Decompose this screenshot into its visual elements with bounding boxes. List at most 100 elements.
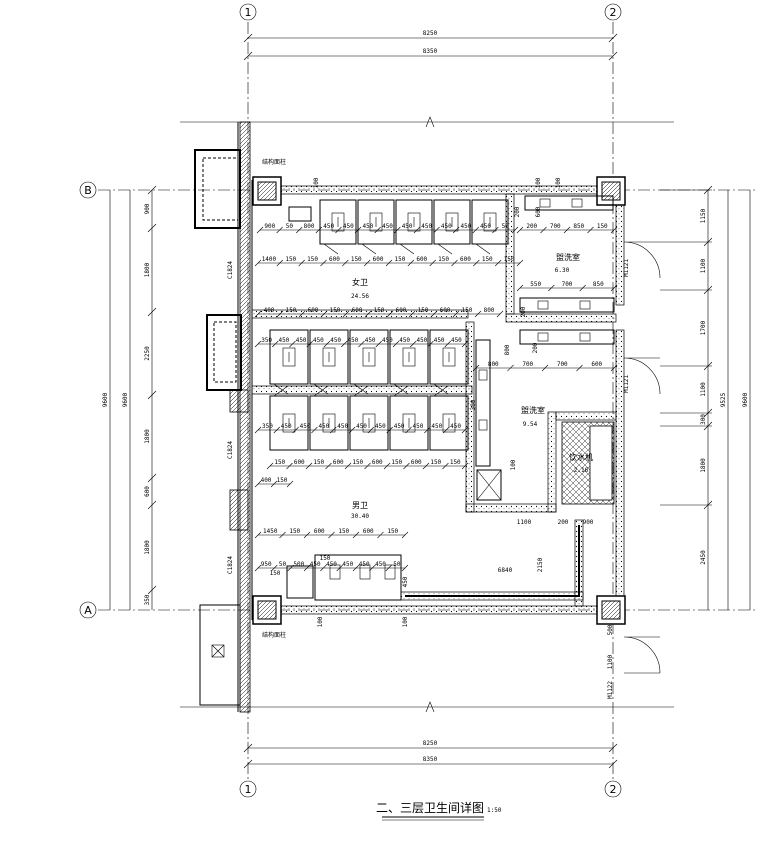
- stall: [429, 395, 469, 451]
- toilet-fixture: [407, 212, 421, 232]
- dim-misc: 100: [535, 177, 542, 188]
- dim-wash3: 700: [522, 361, 533, 368]
- dim-row4: 450: [382, 337, 393, 344]
- dim-misc: 300: [470, 399, 477, 410]
- dim-row2: 600: [460, 256, 471, 263]
- dim-misc: 100: [555, 177, 562, 188]
- toilet-fixture: [322, 413, 336, 433]
- dim-row5: 450: [450, 423, 461, 430]
- dim-row3: 150: [286, 307, 297, 314]
- dim-misc: 200: [520, 306, 527, 317]
- dim-row6: 600: [333, 459, 344, 466]
- dim-misc: 600: [535, 206, 542, 217]
- dim-row5: 450: [431, 423, 442, 430]
- stall: [349, 329, 389, 385]
- toilet-fixture: [369, 212, 383, 232]
- doors: [623, 241, 661, 674]
- dim-row4: 450: [313, 337, 324, 344]
- label-wash1: 盥洗室: [556, 252, 580, 262]
- dim-misc: 800: [504, 344, 511, 355]
- dim-row1: 450: [362, 223, 373, 230]
- label-women-area: 24.56: [351, 293, 369, 300]
- columns: [252, 176, 626, 625]
- dim-misc: 450: [402, 576, 409, 587]
- dim-row3: 150: [330, 307, 341, 314]
- axis-lines: [98, 22, 755, 780]
- dim-row3: 600: [396, 307, 407, 314]
- dim-row8: 150: [338, 528, 349, 535]
- dim-wash3: 600: [591, 361, 602, 368]
- dim-row4: 350: [261, 337, 272, 344]
- dim-row4: 450: [365, 337, 376, 344]
- dim-row4: 450: [451, 337, 462, 344]
- wash-basins: [475, 195, 615, 501]
- dim-row6: 600: [294, 459, 305, 466]
- dim-wash1: 700: [550, 223, 561, 230]
- label-men: 男卫: [352, 501, 368, 510]
- dim-row1: 450: [343, 223, 354, 230]
- dim-row8: 600: [314, 528, 325, 535]
- stall: [395, 199, 433, 245]
- axis-A: A: [84, 604, 92, 617]
- dim-row5: 450: [281, 423, 292, 430]
- toilet-fixture: [402, 347, 416, 367]
- water-room: [561, 421, 615, 505]
- dim-misc: 200: [558, 519, 569, 526]
- stall: [471, 199, 509, 245]
- toilet-fixture: [362, 347, 376, 367]
- dim-misc: 100: [313, 177, 320, 188]
- title-scale: 1:50: [487, 807, 502, 814]
- dim-row2: 600: [373, 256, 384, 263]
- dim-right-total-2: 9525: [720, 392, 727, 407]
- dim-row8: 150: [289, 528, 300, 535]
- dim-row1: 450: [421, 223, 432, 230]
- dim-misc: 200: [532, 342, 539, 353]
- dim-row9: 450: [326, 561, 337, 568]
- stall: [433, 199, 471, 245]
- dim-row3: 600: [440, 307, 451, 314]
- dim-row9: 450: [359, 561, 370, 568]
- dim-row2: 1400: [262, 256, 277, 263]
- stall: [429, 329, 469, 385]
- dim-wash2: 700: [562, 281, 573, 288]
- dim-top-1: 8250: [423, 30, 438, 37]
- dim-wash2: 850: [593, 281, 604, 288]
- label-window3: C1824: [227, 556, 234, 574]
- axis-1-bottom: 1: [245, 783, 252, 796]
- dim-right-seg: 1700: [700, 320, 707, 335]
- dim-row5: 350: [262, 423, 273, 430]
- dim-row6: 150: [352, 459, 363, 466]
- dim-left-seg: 1800: [144, 540, 151, 555]
- dim-row5: 450: [300, 423, 311, 430]
- dim-row9: 500: [293, 561, 304, 568]
- dim-right-seg: 1100: [700, 382, 707, 397]
- dim-row2: 150: [504, 256, 515, 263]
- axis-bubbles: 1 2 1 2 B A: [79, 3, 622, 798]
- toilet-fixture: [483, 212, 497, 232]
- toilet-fixture: [282, 413, 296, 433]
- dim-row6: 150: [391, 459, 402, 466]
- toilet-fixture: [322, 347, 336, 367]
- dim-left-seg: 900: [144, 203, 151, 214]
- dim-row5: 450: [337, 423, 348, 430]
- dim-row1: 50: [286, 223, 294, 230]
- dim-row2: 150: [482, 256, 493, 263]
- dim-row9: 450: [310, 561, 321, 568]
- dim-misc: 200: [514, 206, 521, 217]
- toilet-fixture: [442, 413, 456, 433]
- dim-row4: 450: [296, 337, 307, 344]
- title-main: 二、三层卫生间详图: [376, 800, 484, 815]
- label-wash1-area: 6.30: [555, 267, 570, 274]
- label-struct-bot: 结构面柱: [262, 631, 286, 639]
- dim-row4: 450: [347, 337, 358, 344]
- dim-wash1: 150: [597, 223, 608, 230]
- dim-wash2: 550: [530, 281, 541, 288]
- dim-row9: 50: [279, 561, 287, 568]
- dim-row5: 450: [356, 423, 367, 430]
- drawing-title: 二、三层卫生间详图 1:50: [376, 800, 502, 821]
- dim-left-total-1: 9600: [102, 392, 109, 407]
- dim-misc: 1100: [517, 519, 532, 526]
- dim-top-2: 8350: [423, 48, 438, 55]
